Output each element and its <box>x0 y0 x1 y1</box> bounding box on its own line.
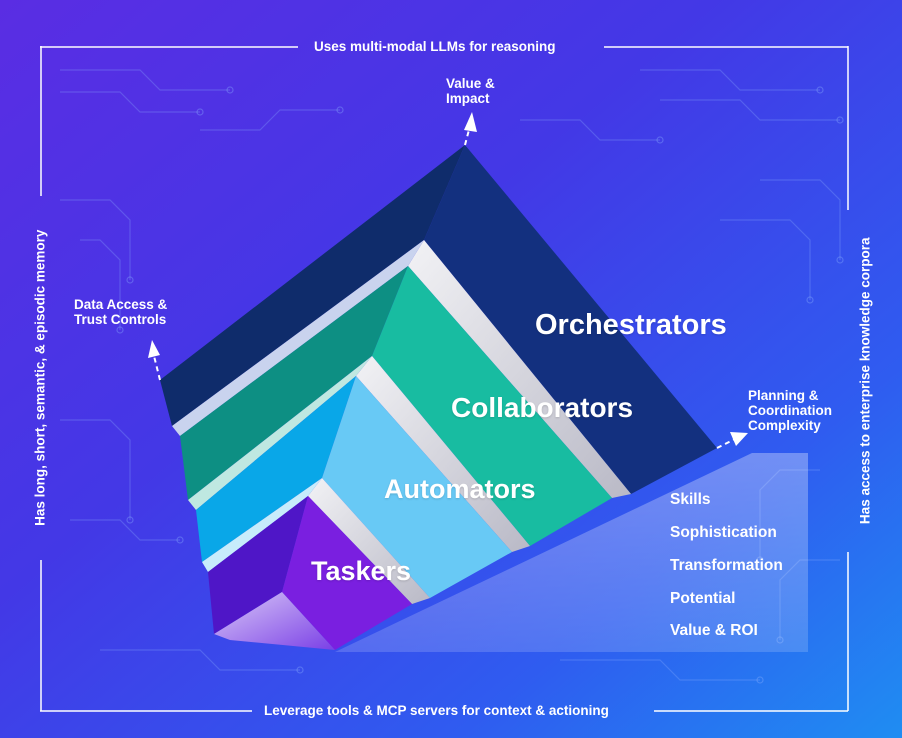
value-axis-label: Value & Impact <box>446 76 495 106</box>
frame-left-bottom <box>40 560 42 711</box>
taskers-base <box>214 592 335 650</box>
orchestrators-ridge <box>408 240 631 498</box>
collaborators-ridge <box>356 356 530 552</box>
attributes-panel <box>335 453 808 652</box>
data-axis-label-line-2: Trust Controls <box>74 312 167 327</box>
planning-axis-label-line-1: Planning & <box>748 388 819 403</box>
frame-right-bottom <box>847 552 849 711</box>
frame-bottom-right <box>654 710 848 712</box>
planning-axis-arrowhead <box>730 432 748 446</box>
layer-label-collaborators: Collaborators <box>451 392 634 423</box>
automators-front-face <box>322 376 512 598</box>
value-axis-label-line-2: Impact <box>446 91 490 106</box>
frame-right-label: Has access to enterprise knowledge corpo… <box>857 237 873 525</box>
frame-top-left <box>40 46 298 48</box>
frame-top-right <box>604 46 848 48</box>
data-axis-label: Data Access & Trust Controls <box>74 297 167 327</box>
frame-bottom-label: Leverage tools & MCP servers for context… <box>264 703 609 718</box>
data-axis-label-line-1: Data Access & <box>74 297 168 312</box>
value-axis-arrowhead <box>464 112 477 132</box>
planning-axis-label: Planning & Coordination Complexity <box>748 388 832 433</box>
automators-top-face <box>196 376 356 562</box>
planning-axis-label-line-2: Coordination <box>748 403 832 418</box>
attribute-sophistication: Sophistication <box>670 524 777 541</box>
layer-label-automators: Automators <box>384 474 536 504</box>
orchestrators-top-face <box>160 145 465 426</box>
data-axis-arrowhead <box>148 340 160 358</box>
data-axis-arrow <box>153 355 161 381</box>
attribute-value-roi: Value & ROI <box>670 622 758 639</box>
taskers-front-face <box>282 496 412 650</box>
layer-label-taskers: Taskers <box>311 556 412 586</box>
collaborators-ledge <box>188 356 372 510</box>
orchestrators-front-face <box>424 145 717 494</box>
taskers-top-face <box>208 496 308 634</box>
orchestrators-ledge <box>172 240 424 436</box>
collaborators-top-face <box>180 266 408 500</box>
frame-right-top <box>847 46 849 210</box>
layer-label-orchestrators: Orchestrators <box>535 309 727 341</box>
frame-left-label: Has long, short, semantic, & episodic me… <box>32 229 48 526</box>
frame-bottom-left <box>40 710 252 712</box>
value-axis-arrow <box>464 125 471 146</box>
collaborators-front-face <box>372 266 612 546</box>
frame-top-label: Uses multi-modal LLMs for reasoning <box>314 39 556 54</box>
attribute-potential: Potential <box>670 590 736 607</box>
frame-left-top <box>40 46 42 196</box>
automators-ridge <box>308 478 430 604</box>
automators-ledge <box>202 478 322 572</box>
attribute-transformation: Transformation <box>670 557 783 574</box>
attribute-skills: Skills <box>670 491 711 508</box>
value-axis-label-line-1: Value & <box>446 76 495 91</box>
planning-axis-label-line-3: Complexity <box>748 418 821 433</box>
